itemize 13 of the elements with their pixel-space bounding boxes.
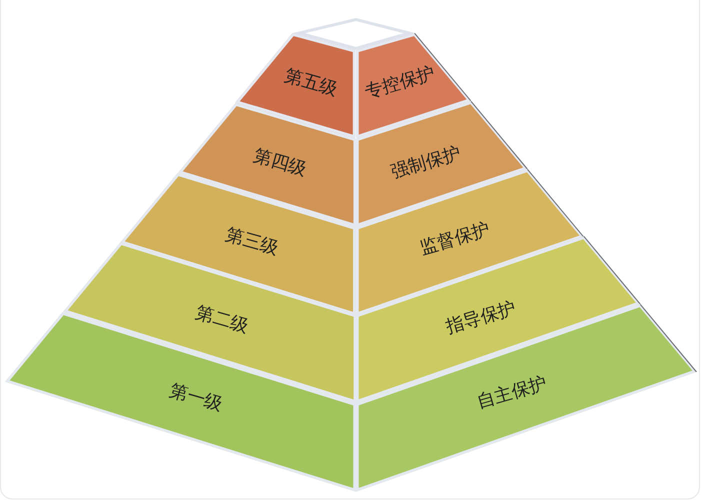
level-label: 第四级 <box>251 146 309 180</box>
pyramid-level-face <box>356 33 472 138</box>
level-label: 第二级 <box>193 303 251 337</box>
pyramid-level-face <box>235 33 356 138</box>
level-label: 监督保护 <box>418 220 492 258</box>
pyramid-level-face <box>178 102 356 227</box>
level-label: 指导保护 <box>444 298 518 338</box>
level-label: 专控保护 <box>362 64 438 102</box>
level-label: 第五级 <box>282 66 340 100</box>
level-label: 自主保护 <box>474 374 550 412</box>
level-label: 第一级 <box>167 381 225 415</box>
level-label: 强制保护 <box>388 144 464 182</box>
level-label: 第三级 <box>223 225 281 259</box>
